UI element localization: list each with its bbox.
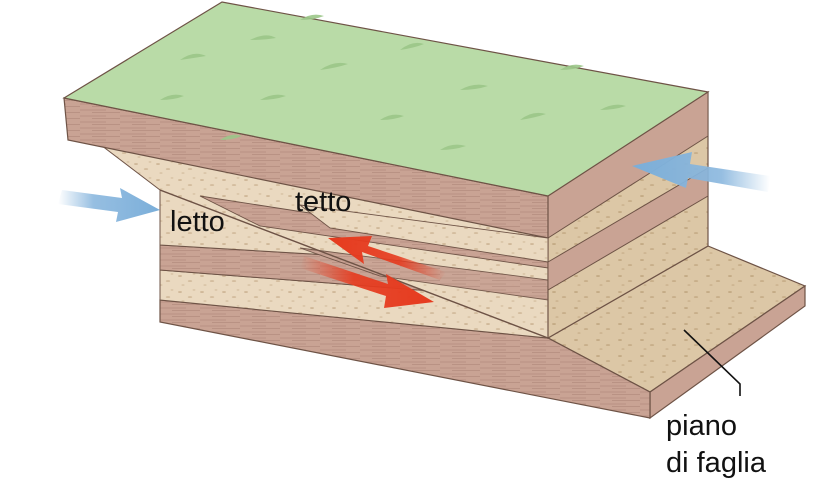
compression-arrow-left-icon xyxy=(58,188,160,222)
fault-plane-label-line2: di faglia xyxy=(666,445,766,482)
fault-plane-label-line1: piano xyxy=(666,408,766,445)
fault-plane-label: piano di faglia xyxy=(666,408,766,482)
footwall-label: letto xyxy=(170,208,225,237)
hanging-wall-label: tetto xyxy=(295,188,351,217)
